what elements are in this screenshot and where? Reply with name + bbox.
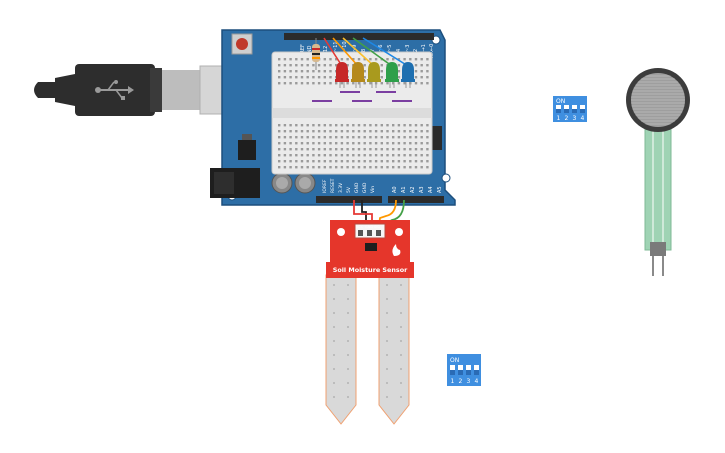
dip-switch-1[interactable]: ON 1 2 3 4	[553, 96, 587, 122]
icsp-header	[432, 126, 442, 150]
led-wires[interactable]	[323, 37, 409, 67]
dip1-num-1: 1	[557, 115, 561, 122]
dip-switch-2[interactable]: ON 1 2 3 4	[447, 354, 481, 386]
probe-contacts	[333, 284, 402, 398]
probe-right	[378, 274, 410, 425]
usb-cable[interactable]	[34, 64, 249, 116]
sensor-pin-labels: VCC GND SIG	[356, 225, 380, 229]
soil-moisture-sensor[interactable]: VCC GND SIG Soil Moisture Sensor	[325, 220, 414, 425]
resistor[interactable]	[312, 38, 320, 70]
dip2-num-1: 1	[451, 378, 455, 385]
soil-sensor-title: Soil Moisture Sensor	[333, 266, 408, 274]
label-aref: AREF	[300, 44, 306, 57]
usb-icon	[95, 80, 134, 100]
label-rx: RX←0	[429, 44, 435, 58]
led-blue[interactable]	[401, 62, 415, 88]
probe-left	[325, 274, 357, 425]
label-d7: 7	[370, 49, 376, 52]
dip2-num-2: 2	[459, 378, 463, 385]
dip1-num-3: 3	[573, 115, 577, 122]
wire-green	[352, 37, 393, 67]
power-header[interactable]	[316, 196, 382, 203]
label-a1: A1	[401, 186, 407, 193]
wire-sensor-orange	[377, 199, 397, 233]
label-gnd: GND	[307, 45, 313, 57]
label-d12: 12	[323, 46, 329, 52]
power-header-labels: IOREF RESET 3.3V 5V GND GND Vin	[322, 178, 376, 193]
label-vin: Vin	[370, 186, 376, 193]
label-d11: ~11	[333, 41, 339, 52]
label-3v3: 3.3V	[338, 182, 344, 193]
digital-header[interactable]	[284, 33, 434, 40]
dip2-on-label: ON	[450, 357, 459, 364]
voltage-regulator	[238, 134, 256, 160]
led-olive[interactable]	[367, 62, 381, 88]
fsr-sensing-area	[631, 75, 685, 125]
label-gnd1: GND	[354, 182, 360, 193]
label-d3: ~3	[405, 45, 411, 52]
led-red[interactable]	[335, 62, 349, 88]
led-amber[interactable]	[351, 62, 365, 88]
led-green[interactable]	[385, 62, 399, 88]
analog-header-labels: A0 A1 A2 A3 A4 A5	[392, 186, 443, 193]
sparkfun-flame-icon	[392, 244, 401, 256]
wire-blue	[362, 37, 409, 67]
dip1-num-2: 2	[565, 115, 569, 122]
label-gnd2: GND	[362, 182, 368, 193]
dip2-num-4: 4	[475, 378, 479, 385]
label-reset: RESET	[330, 178, 336, 193]
wire-yellow	[342, 37, 375, 67]
wire-red	[323, 37, 343, 67]
label-ioref: IOREF	[322, 179, 328, 193]
reset-button[interactable]	[231, 33, 253, 55]
wire-orange	[332, 37, 359, 67]
dip2-num-3: 3	[467, 378, 471, 385]
label-5v: 5V	[346, 186, 352, 193]
label-a2: A2	[410, 186, 416, 193]
breadboard-holes	[278, 58, 429, 169]
mini-breadboard[interactable]	[271, 51, 433, 175]
pin-gnd: GND	[365, 225, 373, 229]
label-d5: ~5	[387, 45, 393, 52]
dip1-num-4: 4	[581, 115, 585, 122]
label-d10: ~10	[342, 41, 348, 52]
label-a3: A3	[419, 186, 425, 193]
label-a4: A4	[428, 186, 434, 193]
analog-header[interactable]	[388, 196, 444, 203]
arduino-uno[interactable]: AREF GND 13 12 ~11 ~10 ~9 8 7 ~6 ~5 4 ~3…	[210, 29, 456, 206]
breadboard-jumpers	[312, 91, 412, 102]
dc-power-jack[interactable]	[210, 168, 260, 198]
label-d8: 8	[361, 49, 367, 52]
led-row[interactable]	[335, 62, 415, 88]
label-d2: 2	[413, 49, 419, 52]
pin-sig: SIG	[374, 225, 380, 229]
label-a0: A0	[392, 186, 398, 193]
label-d4: 4	[396, 49, 402, 52]
pin-vcc: VCC	[356, 225, 364, 229]
dip1-on-label: ON	[556, 98, 565, 105]
force-sensitive-resistor[interactable]	[626, 68, 690, 276]
label-a5: A5	[437, 186, 443, 193]
